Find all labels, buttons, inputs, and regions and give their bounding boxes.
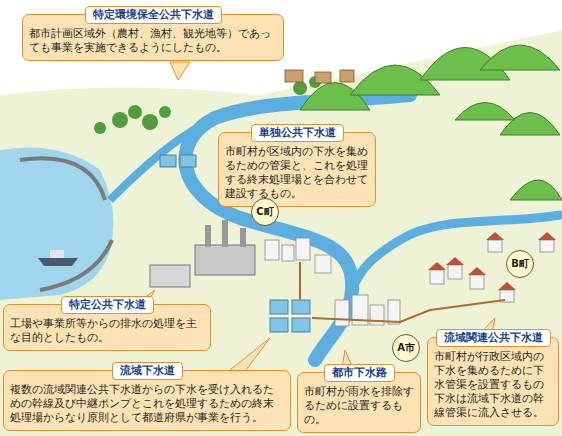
- callout-body: 市町村が雨水を排除するために設置するもの。: [304, 385, 414, 427]
- callout-heading: 都市下水路: [324, 364, 395, 382]
- roofs: [428, 232, 556, 290]
- callout-heading: 流域下水道: [112, 362, 183, 380]
- callout-heading: 流域関連公共下水道: [436, 329, 551, 347]
- callout-box: 特定環境保全公共下水道都市計画区域外（農村、漁村、観光地等）であっても事業を実施…: [22, 14, 284, 61]
- callout-body: 市町村が区域内の下水を集めるための管渠と、これを処理する終末処理場とを合わせて建…: [225, 145, 369, 201]
- callout-body: 複数の流域関連公共下水道からの下水を受け入れるための幹線及び中継ポンプとこれを処…: [10, 383, 284, 425]
- factories: [150, 220, 255, 287]
- town-marker: B町: [506, 250, 534, 278]
- river-branch: [352, 215, 560, 290]
- buildings: [265, 238, 554, 326]
- callout-heading: 単独公共下水道: [251, 124, 344, 142]
- river-mouth: [110, 118, 215, 200]
- callout-body: 市町村が行政区域内の下水を集めるために下水管渠を設置するもの下水は流域下水道の幹…: [434, 350, 552, 420]
- pipes: [300, 262, 505, 322]
- callout-heading: 特定公共下水道: [61, 296, 154, 314]
- sea: [0, 148, 113, 301]
- callout-box: 流域関連公共下水道市町村が行政区域内の下水を集めるために下水管渠を設置するもの下…: [427, 337, 559, 426]
- town-name: C町: [256, 205, 273, 219]
- breakwater: [20, 158, 112, 290]
- callout-body: 都市計画区域外（農村、漁村、観光地等）であっても事業を実施できるようにしたもの。: [29, 27, 277, 55]
- town-marker: A市: [392, 334, 420, 362]
- callout-box: 都市下水路市町村が雨水を排除するために設置するもの。: [297, 372, 421, 433]
- callout-box: 特定公共下水道工場や事業所等からの排水の処理を主な目的としたもの。: [3, 304, 211, 351]
- town-name: A市: [397, 341, 415, 355]
- callout-box: 単独公共下水道市町村が区域内の下水を集めるための管渠と、これを処理する終末処理場…: [218, 132, 376, 207]
- callout-heading: 特定環境保全公共下水道: [85, 6, 222, 24]
- callout-box: 流域下水道複数の流域関連公共下水道からの下水を受け入れるための幹線及び中継ポンプ…: [3, 370, 291, 431]
- village: [285, 70, 354, 83]
- town-name: B町: [511, 257, 529, 271]
- ship: [38, 250, 78, 266]
- callout-body: 工場や事業所等からの排水の処理を主な目的としたもの。: [10, 317, 204, 345]
- land: [0, 30, 562, 436]
- town-marker: C町: [251, 198, 279, 226]
